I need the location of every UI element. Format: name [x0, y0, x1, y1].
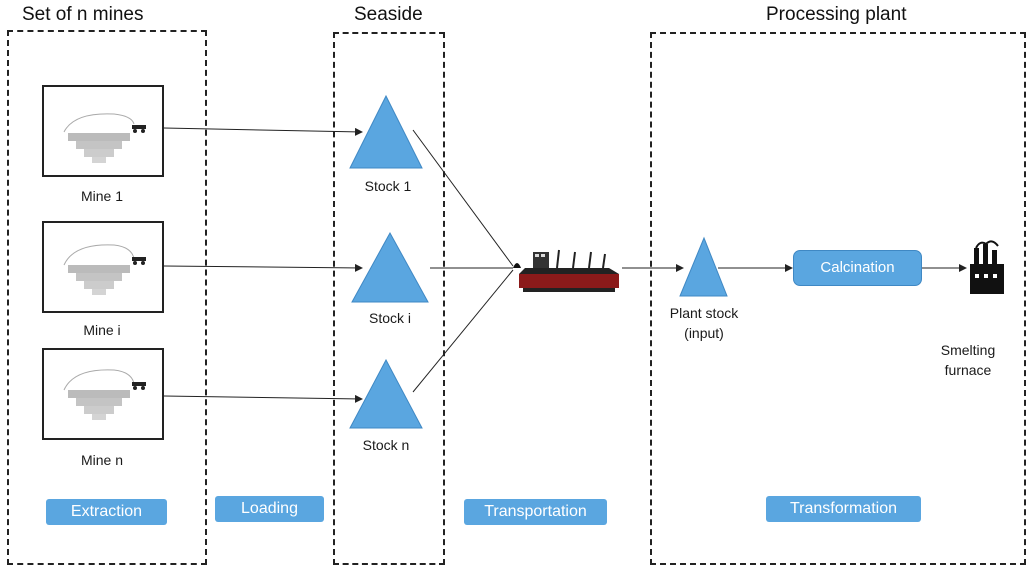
stock-1-to-ship-line [412, 129, 514, 267]
plant-stock-triangle [679, 236, 728, 297]
factory-icon [970, 240, 1004, 294]
mines-region-title: Set of n mines [22, 4, 144, 25]
plant-stock-label: Plant stock (input) [654, 303, 754, 343]
open-pit-mine-icon [63, 244, 146, 295]
plant-region [650, 32, 1026, 565]
mine-i-to-stock-i-arrow [163, 263, 363, 272]
mine-n-box [42, 348, 164, 440]
plant-stock-label-line1: Plant stock [669, 305, 739, 321]
plant-stock-label-line2: (input) [684, 325, 724, 341]
stock-n-triangle [349, 358, 423, 429]
mine-1-box [42, 85, 164, 177]
mine-1-label: Mine 1 [80, 188, 124, 204]
smelting-furnace-label: Smelting furnace [918, 340, 1018, 380]
plant-region-title: Processing plant [766, 4, 907, 25]
stock-1-label: Stock 1 [364, 178, 412, 194]
open-pit-mine-icon [63, 113, 146, 163]
furnace-label-line2: furnace [944, 362, 992, 378]
extraction-stage-label: Extraction [46, 499, 167, 525]
cargo-ship-icon [513, 249, 619, 292]
transformation-stage-label: Transformation [766, 496, 921, 522]
mines-region [7, 30, 207, 565]
mine-1-to-stock-1-arrow [163, 127, 363, 136]
calcination-box: Calcination [793, 250, 922, 286]
mine-i-box [42, 221, 164, 313]
mine-i-label: Mine i [83, 322, 121, 338]
mine-n-label: Mine n [80, 452, 124, 468]
furnace-label-line1: Smelting [940, 342, 996, 358]
stock-n-to-ship-line [412, 269, 514, 393]
stock-1-triangle [349, 94, 423, 169]
stock-n-label: Stock n [362, 437, 410, 453]
mine-n-to-stock-n-arrow [163, 394, 363, 403]
stock-i-triangle [351, 231, 429, 303]
seaside-region [333, 32, 445, 565]
open-pit-mine-icon [63, 369, 146, 420]
loading-stage-label: Loading [215, 496, 324, 522]
transportation-stage-label: Transportation [464, 499, 607, 525]
seaside-region-title: Seaside [354, 4, 423, 25]
stock-i-label: Stock i [368, 310, 411, 326]
